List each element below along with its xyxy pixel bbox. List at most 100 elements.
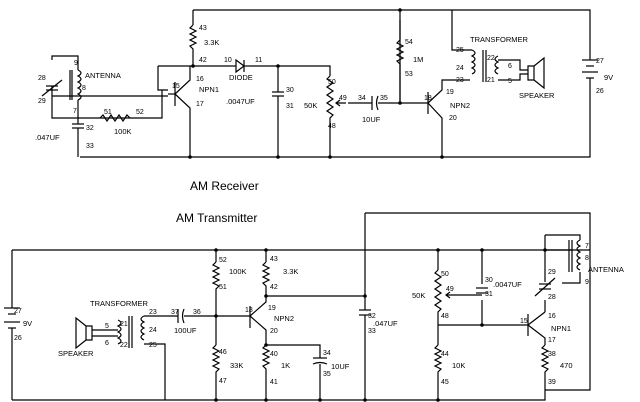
pin-label: 27 xyxy=(14,308,22,315)
pin-label: 47 xyxy=(219,378,227,385)
pin-label: 30 xyxy=(485,277,493,284)
pin-label: 53 xyxy=(405,71,413,78)
pin-label: 5 xyxy=(105,323,109,330)
pin-label: 24 xyxy=(149,327,157,334)
pin-label: 27 xyxy=(596,58,604,65)
pin-label: 17 xyxy=(548,337,556,344)
pin-label: 16 xyxy=(196,76,204,83)
receiver-diode-label: DIODE xyxy=(229,73,253,82)
pin-label: 29 xyxy=(38,98,46,105)
pin-label: 34 xyxy=(323,350,331,357)
pin-label: 41 xyxy=(270,379,278,386)
pin-label: 51 xyxy=(104,109,112,116)
pin-label: 7 xyxy=(585,243,589,250)
receiver-top-rail xyxy=(193,9,591,60)
pin-label: 11 xyxy=(255,57,262,64)
receiver-antenna-coil xyxy=(76,69,82,101)
pin-label: 49 xyxy=(446,286,454,293)
receiver-title: AM Receiver xyxy=(190,179,259,193)
pin-label: 33 xyxy=(368,328,376,335)
pin-label: 18 xyxy=(245,307,253,314)
receiver-transformer-label: TRANSFORMER xyxy=(470,35,529,44)
pin-label: 7 xyxy=(73,108,77,115)
pin-label: 23 xyxy=(456,77,464,84)
pin-label: 5 xyxy=(508,78,512,85)
transmitter-resistor-33k xyxy=(211,344,221,380)
pin-label: 42 xyxy=(270,284,278,291)
transmitter-speaker xyxy=(75,316,93,350)
receiver-resistor-1m xyxy=(395,20,405,80)
receiver-potentiometer-50k xyxy=(325,75,335,130)
pin-label: 28 xyxy=(548,294,556,301)
pin-label: 26 xyxy=(14,335,22,342)
receiver-circuit: ANTENNA DIODE TRANSFORMER SPEAKER NPN1 N… xyxy=(35,8,613,159)
pin-label: 9 xyxy=(585,279,589,286)
pin-label: 52 xyxy=(136,109,144,116)
receiver-transformer xyxy=(470,49,500,75)
pin-label: 54 xyxy=(405,39,413,46)
pin-label: 43 xyxy=(199,25,207,32)
transmitter-resistor-10k xyxy=(433,344,443,385)
transmitter-resistor-1k xyxy=(261,344,271,400)
pin-label: 23 xyxy=(149,309,157,316)
pin-label: 31 xyxy=(485,291,493,298)
pin-label: 20 xyxy=(270,328,278,335)
pin-label: 40 xyxy=(270,351,278,358)
receiver-battery-label: 9V xyxy=(604,73,613,82)
pin-label: 35 xyxy=(380,95,388,102)
pin-label: 45 xyxy=(441,379,449,386)
transmitter-title: AM Transmitter xyxy=(176,211,257,225)
receiver-r-100k-label: 100K xyxy=(114,127,132,136)
pin-label: 35 xyxy=(323,371,331,378)
receiver-bottom-rail xyxy=(80,92,591,158)
pin-label: 36 xyxy=(193,309,201,316)
pin-label: 44 xyxy=(441,351,449,358)
transmitter-resistor-3-3k xyxy=(261,261,271,290)
transmitter-c-047-label: .047UF xyxy=(373,319,398,328)
pin-label: 19 xyxy=(446,89,454,96)
transmitter-r-1k-label: 1K xyxy=(281,361,290,370)
transmitter-r-470-label: 470 xyxy=(560,361,573,370)
receiver-npn2-label: NPN2 xyxy=(450,101,470,110)
transmitter-r-3-3k-label: 3.3K xyxy=(283,267,298,276)
transmitter-npn1-label: NPN1 xyxy=(551,324,571,333)
receiver-c-047-label: .047UF xyxy=(35,133,60,142)
transmitter-antenna-label: ANTENNA xyxy=(588,265,624,274)
transmitter-c-10uf-label: 10UF xyxy=(331,362,350,371)
pin-label: 18 xyxy=(424,95,432,102)
transmitter-speaker-label: SPEAKER xyxy=(58,349,94,358)
pin-label: 26 xyxy=(596,88,604,95)
receiver-c-0047-label: .0047UF xyxy=(226,97,255,106)
pin-label: 51 xyxy=(219,284,227,291)
pin-label: 9 xyxy=(74,60,78,67)
pin-label: 21 xyxy=(487,77,495,84)
receiver-c-10uf-label: 10UF xyxy=(362,115,381,124)
pin-label: 33 xyxy=(86,143,94,150)
pin-label: 37 xyxy=(171,309,179,316)
pin-label: 22 xyxy=(120,342,128,349)
pin-label: 25 xyxy=(149,342,157,349)
pin-label: 50 xyxy=(328,79,336,86)
receiver-speaker-label: SPEAKER xyxy=(519,91,555,100)
transmitter-npn2-label: NPN2 xyxy=(274,314,294,323)
pin-label: 10 xyxy=(224,57,232,64)
pin-label: 32 xyxy=(368,313,376,320)
receiver-resistor-100k xyxy=(99,113,131,123)
pin-label: 43 xyxy=(270,256,278,263)
pin-label: 8 xyxy=(585,255,589,262)
pin-label: 22 xyxy=(487,55,495,62)
pin-label: 20 xyxy=(449,115,457,122)
pin-label: 19 xyxy=(268,305,276,312)
pin-label: 21 xyxy=(120,321,128,328)
pin-label: 46 xyxy=(219,349,227,356)
pin-label: 34 xyxy=(358,95,366,102)
pin-label: 15 xyxy=(520,318,528,325)
pin-label: 25 xyxy=(456,47,464,54)
transmitter-r-100k-label: 100K xyxy=(229,267,247,276)
pin-label: 32 xyxy=(86,125,94,132)
pin-label: 6 xyxy=(105,340,109,347)
transmitter-resistor-470 xyxy=(540,344,550,390)
transmitter-r-33k-label: 33K xyxy=(230,361,243,370)
pin-label: 8 xyxy=(82,85,86,92)
